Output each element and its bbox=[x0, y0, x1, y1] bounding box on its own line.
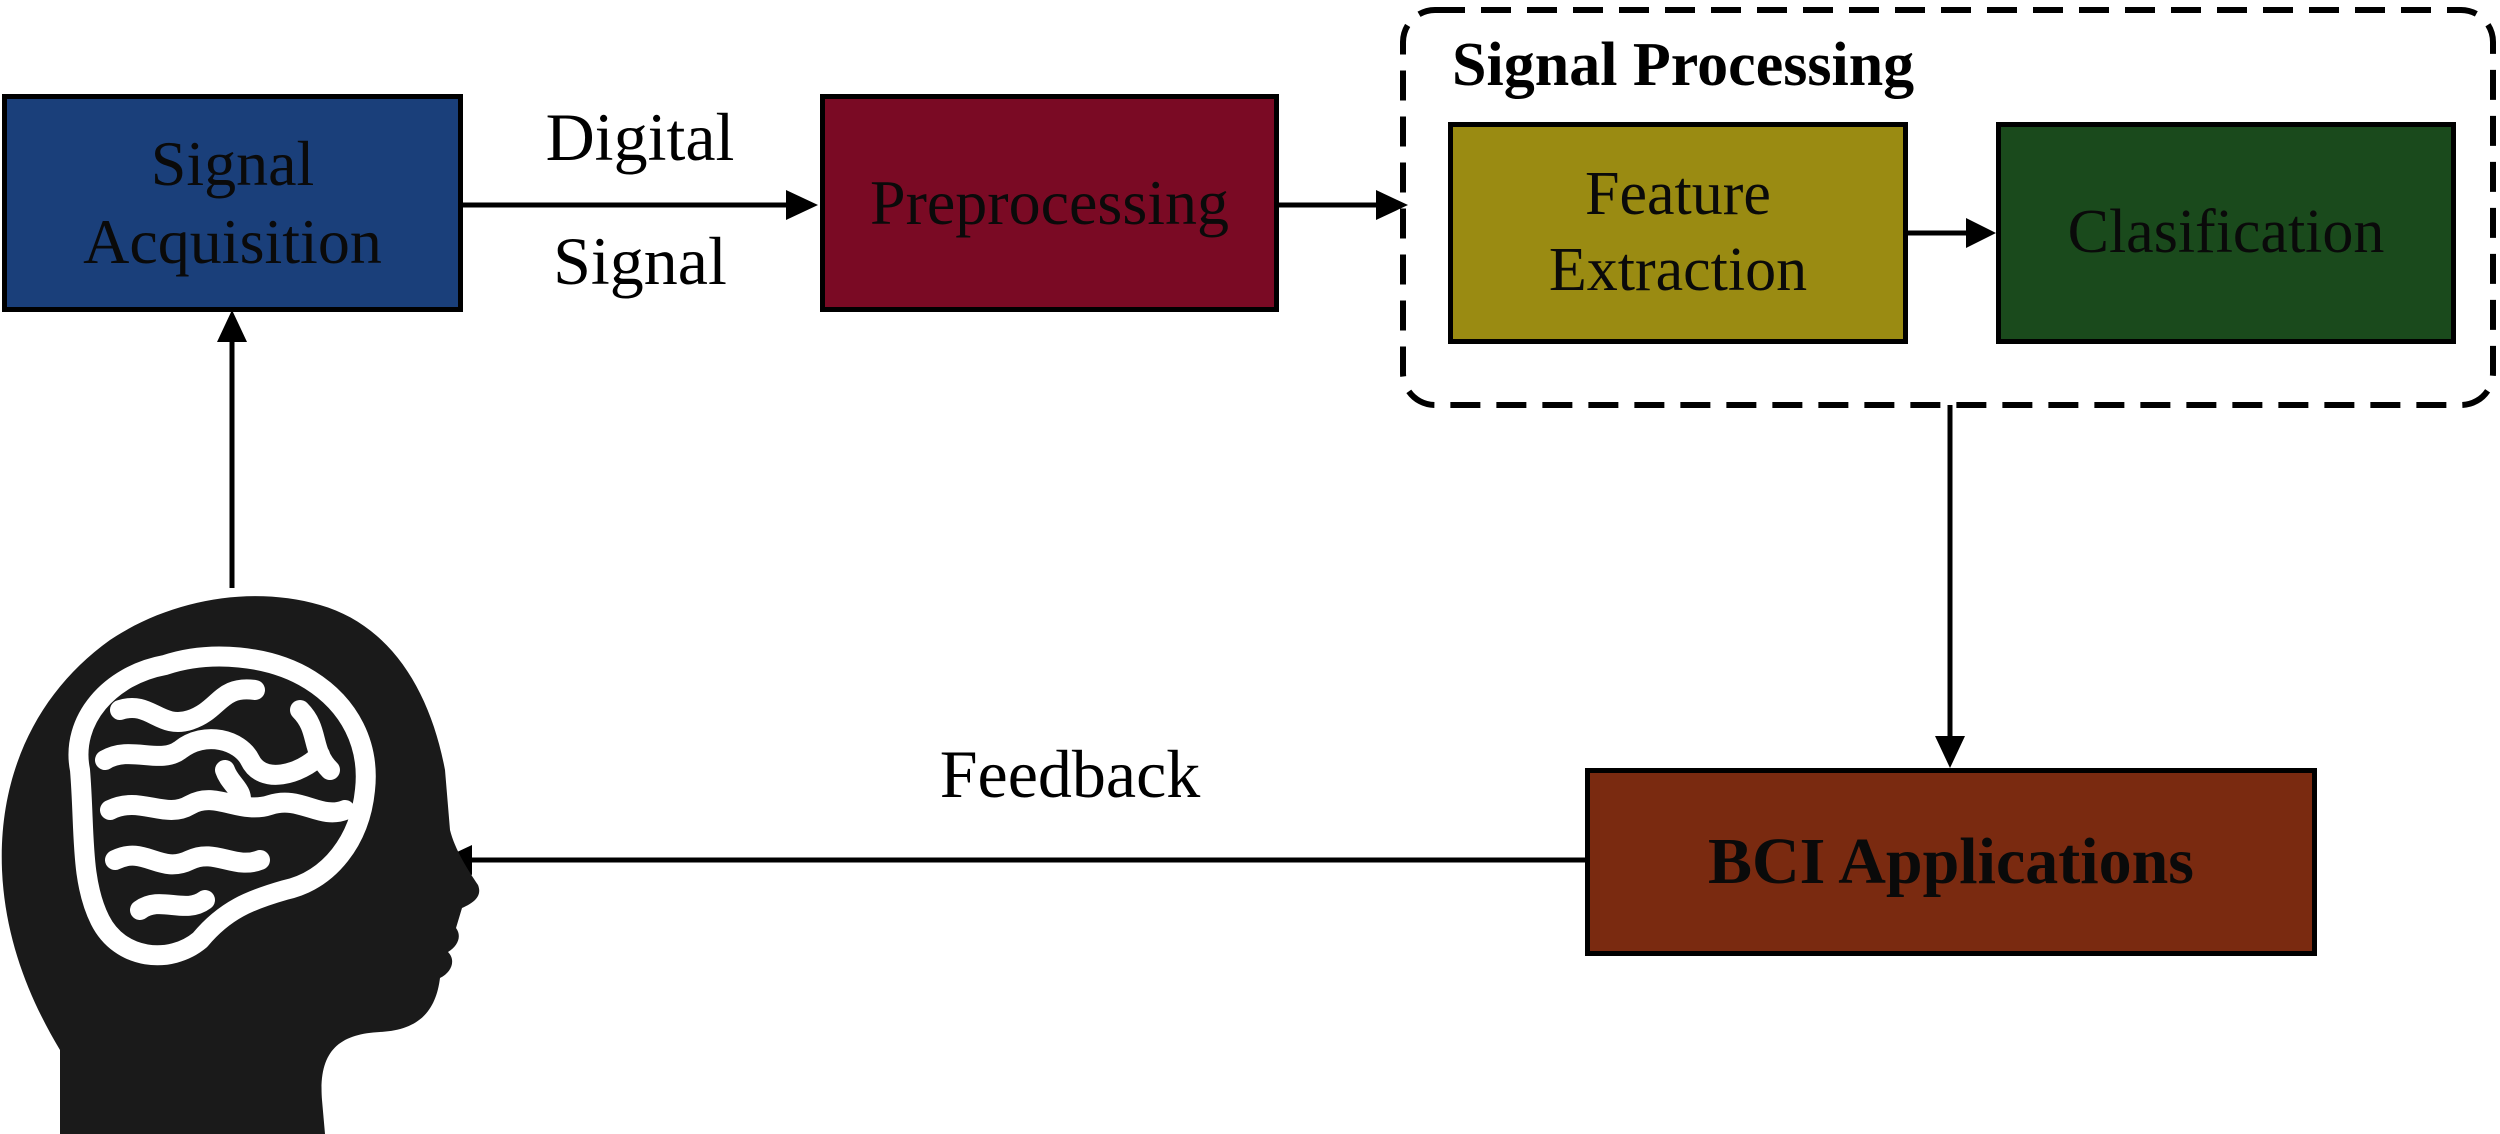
bci-applications-label: BCI Applications bbox=[1708, 824, 2194, 898]
feature-extraction-label-line1: Feature bbox=[1585, 160, 1771, 229]
signal-processing-title: Signal Processing bbox=[1452, 31, 1915, 99]
arrow-head-to-acquisition bbox=[217, 310, 247, 588]
head-with-brain-icon bbox=[1, 596, 480, 1134]
signal-processing-group-border bbox=[1400, 7, 2496, 408]
edge-label-feedback: Feedback bbox=[939, 736, 1201, 812]
bci-applications-block: BCI Applications bbox=[1585, 768, 2317, 956]
preprocessing-block: Preprocessing bbox=[820, 94, 1279, 312]
signal-acquisition-label-line1: Signal bbox=[150, 127, 315, 199]
edge-label-digital: Digital bbox=[545, 99, 735, 175]
classification-block: Clasification bbox=[1996, 122, 2456, 344]
signal-acquisition-label-line2: Acquisition bbox=[83, 206, 382, 277]
signal-acquisition-block: Signal Acquisition bbox=[2, 94, 463, 312]
edge-label-signal: Signal bbox=[553, 223, 727, 299]
feature-extraction-block: Feature Extraction bbox=[1448, 122, 1908, 344]
arrow-preprocessing-to-signal-processing bbox=[1279, 190, 1408, 220]
preprocessing-label: Preprocessing bbox=[869, 166, 1230, 238]
classification-label: Clasification bbox=[2067, 198, 2385, 267]
arrow-features-to-classification bbox=[1908, 218, 1996, 248]
feature-extraction-label-line2: Extraction bbox=[1548, 236, 1808, 304]
arrow-acquisition-to-preprocessing bbox=[463, 190, 818, 220]
arrow-signal-processing-to-bci bbox=[1935, 405, 1965, 768]
arrow-feedback bbox=[440, 845, 1585, 875]
